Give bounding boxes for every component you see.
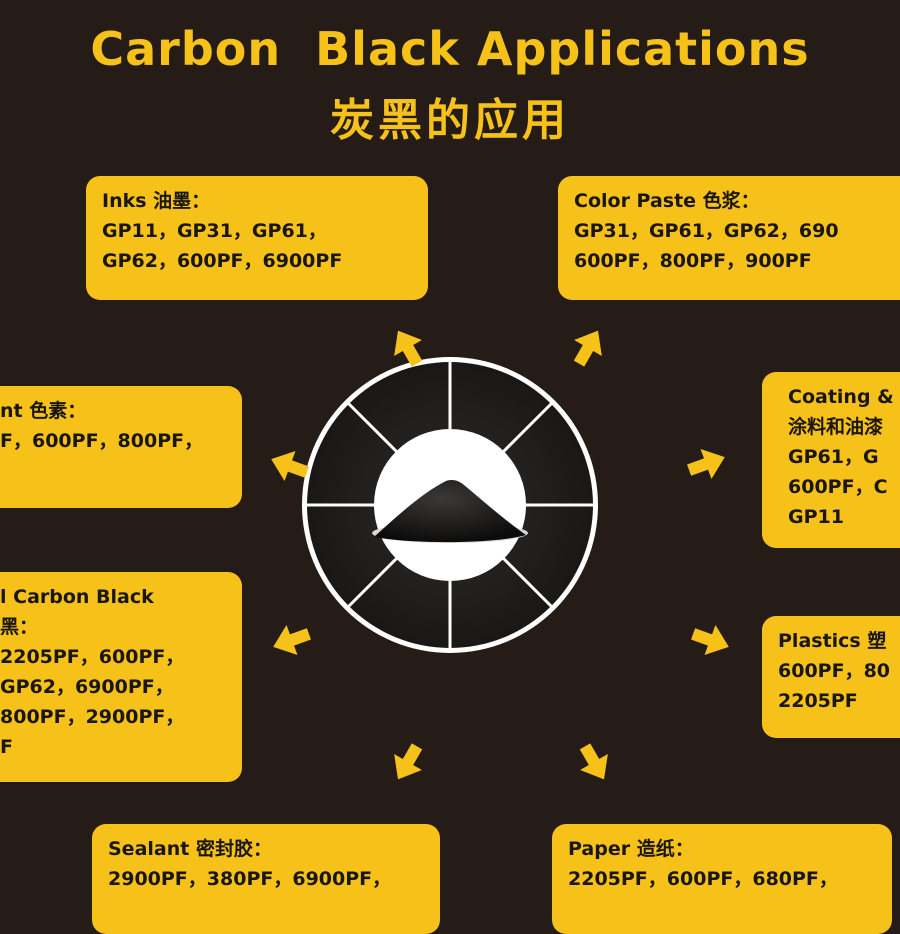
conductive-carbon-black-box: l Carbon Black 黑： 2205PF，600PF， GP62，690… — [0, 572, 242, 782]
coating-line-4: GP11 — [788, 506, 844, 528]
divider-7 — [346, 555, 400, 609]
coating-line-2: GP61，G — [788, 446, 879, 468]
hub-segment-dividers — [305, 360, 595, 650]
plastics-box: Plastics 塑 600PF，80 2205PF — [762, 616, 900, 738]
carbon-black-hub — [302, 357, 598, 653]
inks-line-2: GP62，600PF，6900PF — [102, 250, 343, 272]
arrow-to-coating-icon — [687, 448, 725, 480]
page-title-chinese: 炭黑的应用 — [330, 95, 570, 146]
color-paste-line-1: GP31，GP61，GP62，690 — [574, 220, 839, 242]
conductive-line-4: 800PF，2900PF， — [0, 706, 185, 728]
arrow-to-sealant-icon — [394, 743, 423, 780]
inks-line-1: GP11，GP31，GP61， — [102, 220, 327, 242]
arrow-to-paper-icon — [579, 743, 608, 780]
sealant-heading: Sealant 密封胶： — [108, 838, 272, 860]
inks-box: Inks 油墨： GP11，GP31，GP61， GP62，600PF，6900… — [86, 176, 428, 300]
plastics-line-1: 600PF，80 — [778, 660, 891, 682]
paper-line-1: 2205PF，600PF，680PF， — [568, 868, 838, 890]
plastics-line-2: 2205PF — [778, 690, 858, 712]
color-paste-line-2: 600PF，800PF，900PF — [574, 250, 812, 272]
arrow-to-plastics-icon — [691, 624, 729, 656]
divider-8 — [500, 555, 554, 609]
pigment-heading: nt 色素： — [0, 400, 87, 422]
pigment-box: nt 色素： F，600PF，800PF， — [0, 386, 242, 508]
coating-box: Coating & 涂料和油漆 GP61，G 600PF，C GP11 — [762, 372, 900, 548]
paper-heading: Paper 造纸： — [568, 838, 694, 860]
inks-heading: Inks 油墨： — [102, 190, 211, 212]
color-paste-box: Color Paste 色浆： GP31，GP61，GP62，690 600PF… — [558, 176, 900, 300]
sealant-line-1: 2900PF，380PF，6900PF， — [108, 868, 392, 890]
carbon-black-powder-pile-icon — [374, 480, 526, 543]
conductive-line-3: GP62，6900PF， — [0, 676, 174, 698]
conductive-line-5: F — [0, 736, 13, 758]
coating-heading: Coating & — [788, 386, 894, 408]
conductive-line-1: 黑： — [0, 616, 39, 638]
conductive-heading: l Carbon Black — [0, 586, 154, 608]
divider-5 — [346, 401, 400, 455]
divider-6 — [500, 401, 554, 455]
coating-line-3: 600PF，C — [788, 476, 888, 498]
coating-line-1: 涂料和油漆 — [788, 416, 884, 438]
sealant-box: Sealant 密封胶： 2900PF，380PF，6900PF， — [92, 824, 440, 934]
pigment-line-1: F，600PF，800PF， — [0, 430, 204, 452]
paper-box: Paper 造纸： 2205PF，600PF，680PF， — [552, 824, 892, 934]
color-paste-heading: Color Paste 色浆： — [574, 190, 760, 212]
page-title-english: Carbon Black Applications — [90, 22, 810, 76]
conductive-line-2: 2205PF，600PF， — [0, 646, 185, 668]
plastics-heading: Plastics 塑 — [778, 630, 887, 652]
